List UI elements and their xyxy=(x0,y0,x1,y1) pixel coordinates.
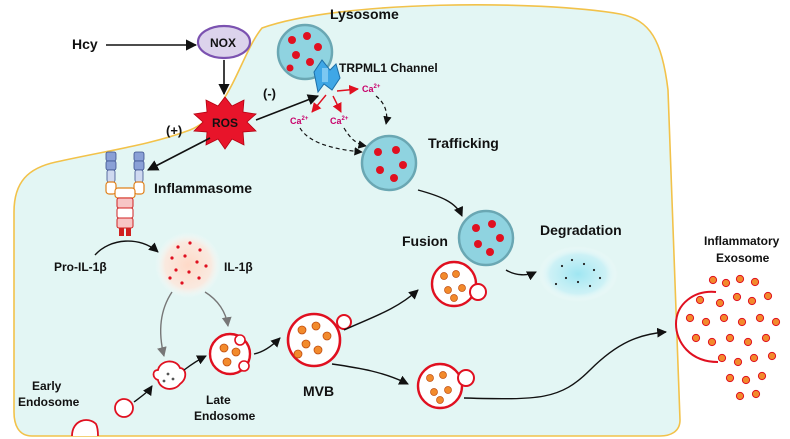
lysosome-trafficking xyxy=(360,134,418,192)
inhibit-sign: (-) xyxy=(263,86,276,101)
inflammatory-exosome-label-2: Exosome xyxy=(716,251,770,265)
pro-il1b-to-il1b-arrow xyxy=(94,240,159,256)
il1b-particles xyxy=(168,241,208,285)
degradation-cloud xyxy=(538,246,618,302)
sorting-to-late-arrow xyxy=(183,355,207,371)
ca-dashed-arrow-3 xyxy=(343,127,367,149)
trafficking-to-fusion-arrow xyxy=(417,189,464,217)
lysosome-top-enzymes xyxy=(286,32,322,72)
lysosome-label: Lysosome xyxy=(330,6,399,22)
trpml1-label: TRPML1 Channel xyxy=(339,61,438,75)
ros-label: ROS xyxy=(212,116,238,130)
calcium-label-3: Ca2+ xyxy=(330,116,349,126)
ros-burst xyxy=(193,96,257,150)
il1b-cloud xyxy=(155,232,221,298)
nox-node xyxy=(196,24,252,60)
exosome-release-pit xyxy=(674,290,719,363)
late-endosome-label-2: Endosome xyxy=(194,409,256,423)
ca-dashed-arrow-1 xyxy=(375,95,392,125)
calcium-release xyxy=(311,84,359,113)
trpml1-channel xyxy=(313,59,341,94)
il1b-to-endosome-arrow xyxy=(157,291,173,357)
hcy-label: Hcy xyxy=(72,36,98,52)
secretory-mvb xyxy=(416,362,475,410)
budding-vesicle xyxy=(71,419,99,437)
early-endosome-label-1: Early xyxy=(32,379,62,393)
mvb xyxy=(286,312,352,368)
trafficking-label: Trafficking xyxy=(428,135,499,151)
degradation-debris xyxy=(554,258,602,288)
inflammasome-complex xyxy=(105,151,145,236)
early-to-sorting-arrow xyxy=(133,385,153,403)
late-endosome-label-1: Late xyxy=(206,393,231,407)
lysosome-fusing-enzymes xyxy=(472,220,504,256)
lysosome-trafficking-enzymes xyxy=(374,146,407,182)
late-endosome xyxy=(208,332,252,376)
sorting-endosome xyxy=(152,360,187,390)
calcium-label-1: Ca2+ xyxy=(362,84,381,94)
activate-sign: (+) xyxy=(166,123,182,138)
nox-label: NOX xyxy=(210,36,236,50)
fusion-mvb xyxy=(430,260,487,308)
fusion-label: Fusion xyxy=(402,233,448,249)
inflammatory-exosomes xyxy=(685,274,781,401)
late-to-mvb-arrow xyxy=(253,337,281,355)
mvb-label: MVB xyxy=(303,383,334,399)
fusion-to-degradation-arrow xyxy=(505,269,537,281)
ros-to-channel-arrow xyxy=(255,94,320,121)
il1b-to-late-endosome-arrow xyxy=(204,291,232,327)
il1b-label: IL-1β xyxy=(224,260,253,274)
mvb-to-release-arrow xyxy=(331,363,409,385)
secretory-to-exosome-arrow xyxy=(463,327,667,400)
lysosome-fusing xyxy=(457,209,515,267)
early-endosome-label-2: Endosome xyxy=(18,395,80,409)
pro-il1b-label: Pro-IL-1β xyxy=(54,260,107,274)
early-endosome xyxy=(114,398,134,418)
degradation-label: Degradation xyxy=(540,222,622,238)
cell-membrane xyxy=(13,4,681,437)
inflammasome-label: Inflammasome xyxy=(154,180,252,196)
calcium-label-2: Ca2+ xyxy=(290,116,309,126)
inflammatory-exosome-label-1: Inflammatory xyxy=(704,234,780,248)
ros-to-inflammasome-arrow xyxy=(147,137,211,171)
mvb-to-fusion-arrow xyxy=(343,289,419,331)
